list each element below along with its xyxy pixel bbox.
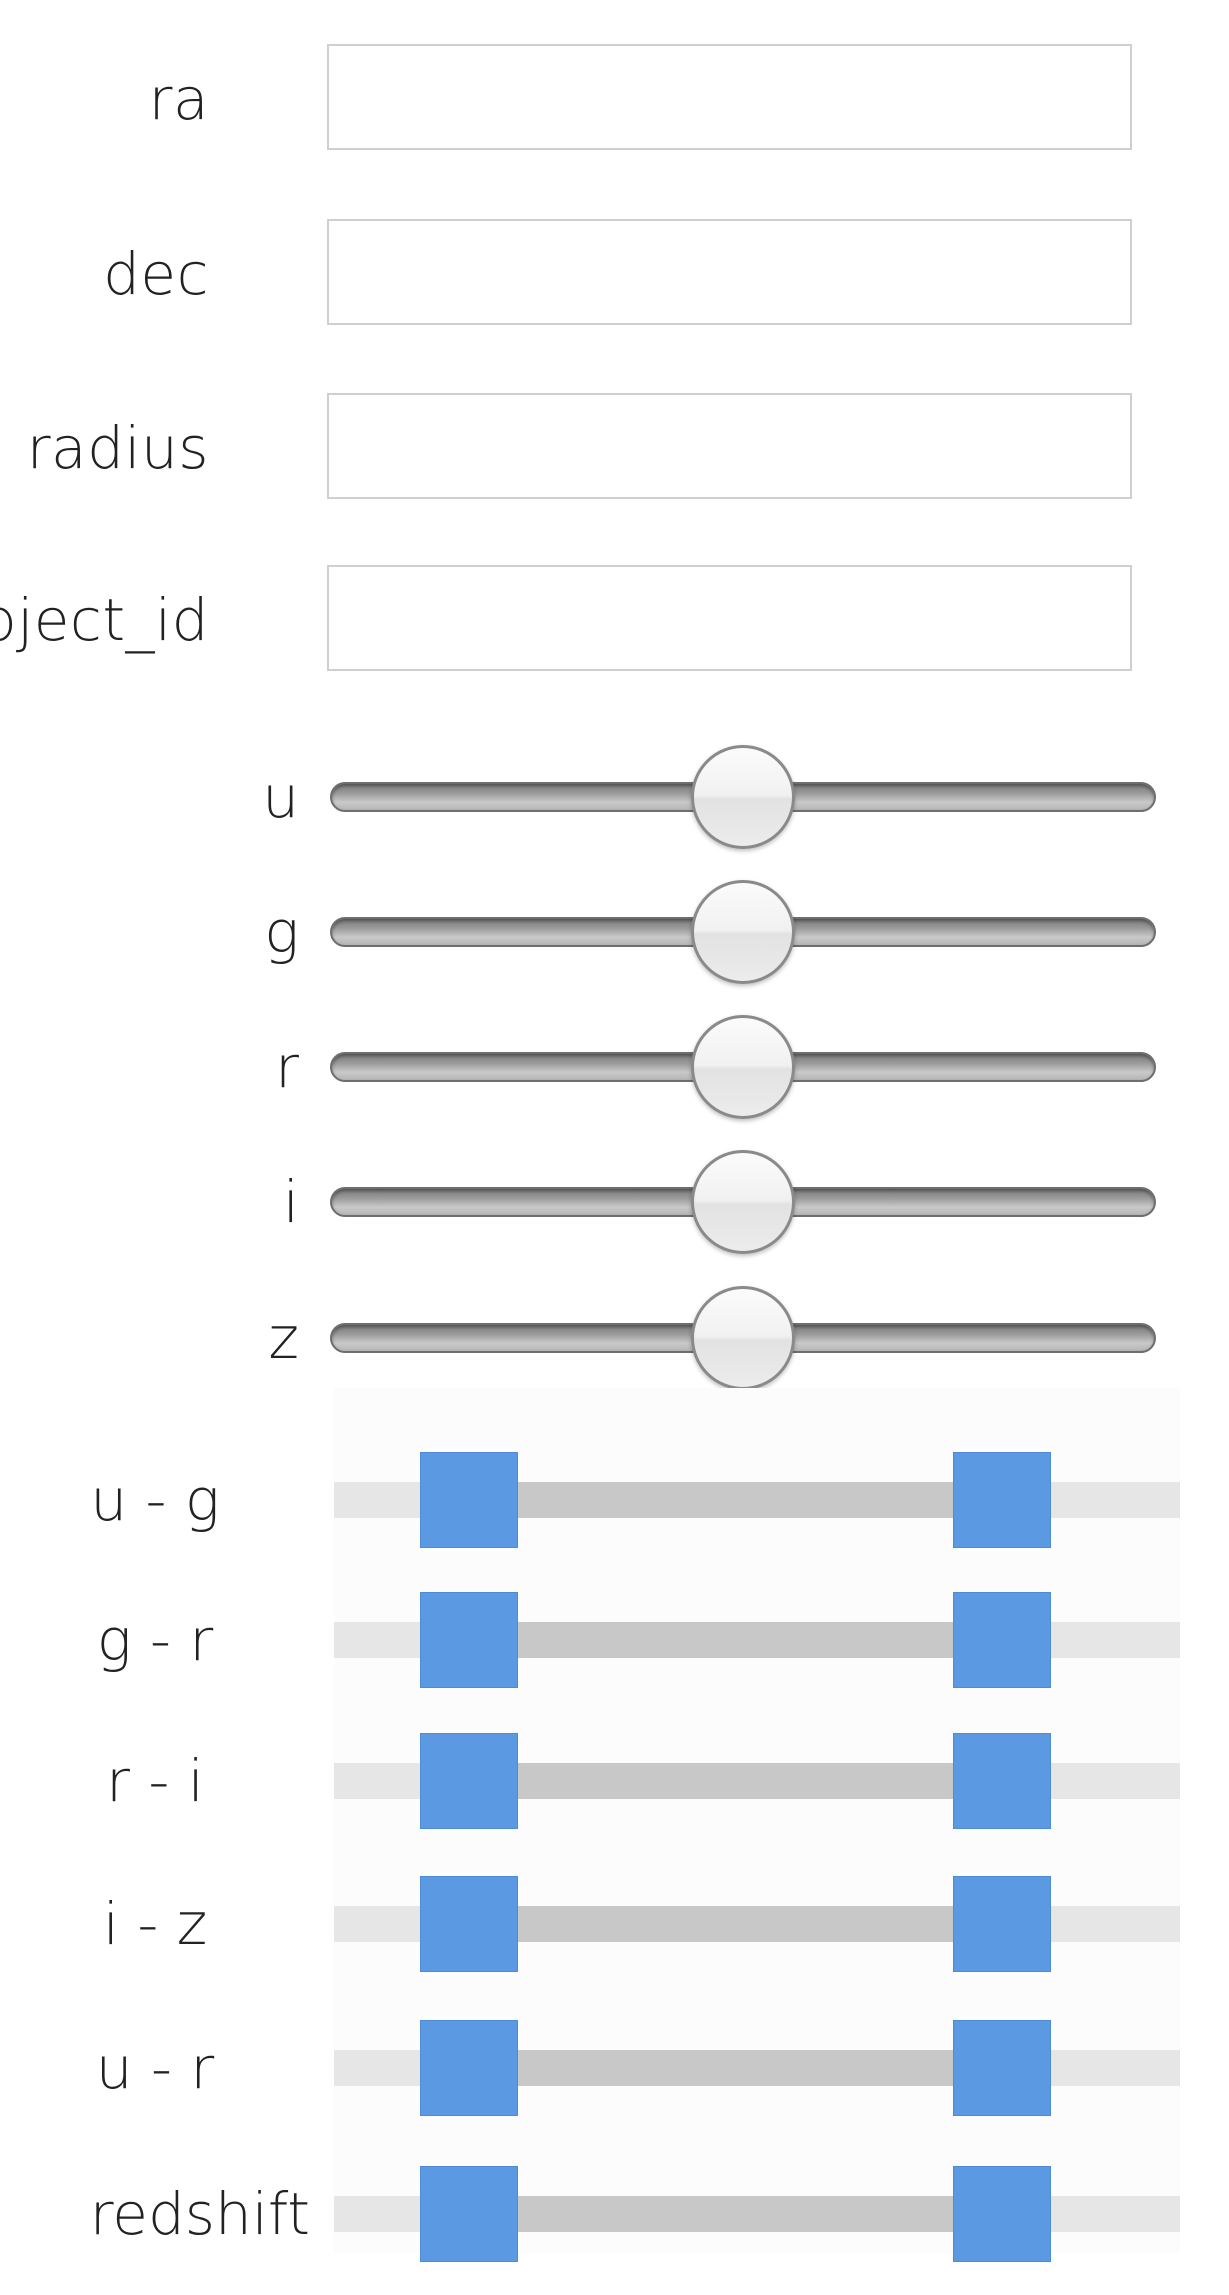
g-r-range-label: g - r (96, 1606, 214, 1674)
u-g-range-track[interactable] (334, 1452, 1180, 1548)
slider-row-i: i (0, 1147, 1229, 1257)
g-r-range-fill (469, 1622, 1003, 1658)
i-z-range-label: i - z (102, 1890, 208, 1958)
r-slider-thumb[interactable] (691, 1015, 795, 1119)
ra-input[interactable] (327, 44, 1132, 150)
g-slider-track[interactable] (330, 880, 1156, 984)
u-g-range-label: u - g (90, 1466, 220, 1534)
r-i-range-label: r - i (106, 1747, 204, 1815)
range-row-redshift: redshift (0, 2164, 1229, 2264)
redshift-range-track[interactable] (334, 2166, 1180, 2262)
dec-label: dec (103, 240, 209, 308)
range-row-u-r: u - r (0, 2018, 1229, 2118)
g-r-range-high-handle[interactable] (953, 1592, 1052, 1688)
g-slider-label: g (264, 898, 299, 966)
r-i-range-track[interactable] (334, 1733, 1180, 1829)
i-slider-track[interactable] (330, 1150, 1156, 1254)
u-g-range-fill (469, 1482, 1003, 1518)
redshift-range-label: redshift (89, 2180, 310, 2248)
g-r-range-low-handle[interactable] (420, 1592, 519, 1688)
u-slider-track[interactable] (330, 745, 1156, 849)
dec-input[interactable] (327, 219, 1132, 325)
u-g-range-low-handle[interactable] (420, 1452, 519, 1548)
u-r-range-label: u - r (95, 2034, 215, 2102)
field-row-ra: ra (0, 44, 1229, 154)
redshift-range-high-handle[interactable] (953, 2166, 1052, 2262)
redshift-range-low-handle[interactable] (420, 2166, 519, 2262)
range-row-i-z: i - z (0, 1874, 1229, 1974)
g-r-range-track[interactable] (334, 1592, 1180, 1688)
field-row-object-id: object_id (0, 565, 1229, 675)
field-row-radius: radius (0, 393, 1229, 503)
z-slider-thumb[interactable] (691, 1286, 795, 1390)
z-slider-label: z (268, 1304, 299, 1372)
ra-label: ra (148, 65, 209, 133)
slider-row-r: r (0, 1012, 1229, 1122)
range-row-g-r: g - r (0, 1590, 1229, 1690)
r-i-range-low-handle[interactable] (420, 1733, 519, 1829)
u-g-range-high-handle[interactable] (953, 1452, 1052, 1548)
u-r-range-track[interactable] (334, 2020, 1180, 2116)
field-row-dec: dec (0, 219, 1229, 329)
radius-input[interactable] (327, 393, 1132, 499)
r-i-range-fill (469, 1763, 1003, 1799)
i-z-range-low-handle[interactable] (420, 1876, 519, 1972)
u-slider-label: u (262, 763, 299, 831)
i-slider-label: i (282, 1168, 299, 1236)
r-slider-label: r (275, 1033, 299, 1101)
i-slider-thumb[interactable] (691, 1150, 795, 1254)
u-slider-thumb[interactable] (691, 745, 795, 849)
range-row-r-i: r - i (0, 1731, 1229, 1831)
g-slider-thumb[interactable] (691, 880, 795, 984)
u-r-range-fill (469, 2050, 1003, 2086)
i-z-range-track[interactable] (334, 1876, 1180, 1972)
slider-row-z: z (0, 1283, 1229, 1393)
i-z-range-high-handle[interactable] (953, 1876, 1052, 1972)
slider-row-u: u (0, 742, 1229, 852)
object-id-label: object_id (0, 586, 209, 654)
r-i-range-high-handle[interactable] (953, 1733, 1052, 1829)
r-slider-track[interactable] (330, 1015, 1156, 1119)
range-row-u-g: u - g (0, 1450, 1229, 1550)
slider-row-g: g (0, 877, 1229, 987)
u-r-range-low-handle[interactable] (420, 2020, 519, 2116)
z-slider-track[interactable] (330, 1286, 1156, 1390)
u-r-range-high-handle[interactable] (953, 2020, 1052, 2116)
radius-label: radius (26, 414, 209, 482)
object-id-input[interactable] (327, 565, 1132, 671)
i-z-range-fill (469, 1906, 1003, 1942)
redshift-range-fill (469, 2196, 1003, 2232)
